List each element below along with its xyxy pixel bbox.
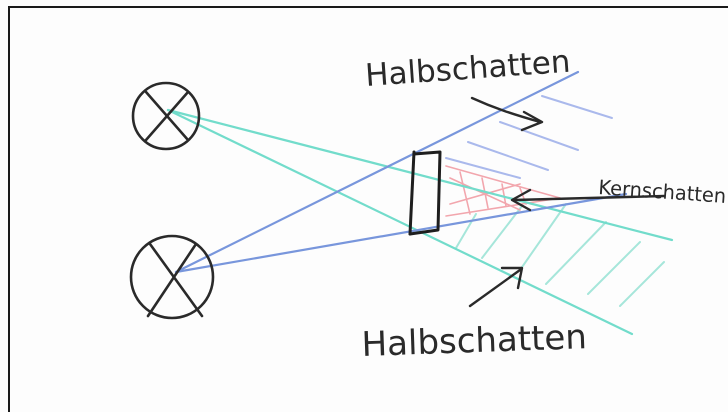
core-shadow-hatching [445,165,561,217]
light-rays-blue [174,70,628,274]
arrow-bottom-halbschatten [468,268,522,308]
upper-penumbra-hatching [445,95,613,179]
arrow-top-halbschatten [470,96,542,124]
arrows [468,96,666,308]
lamp-top-icon [131,81,201,151]
lower-penumbra-hatching [455,203,665,307]
label-kernschatten: Kernschatten [598,175,727,208]
light-rays-green [166,108,674,336]
arrow-kernschatten [512,194,666,202]
label-bottom-halbschatten: Halbschatten [361,317,588,365]
board-frame [8,6,728,412]
lamp-bottom-icon [129,234,215,320]
obstacle-block [408,150,442,236]
label-top-halbschatten: Halbschatten [364,44,571,94]
